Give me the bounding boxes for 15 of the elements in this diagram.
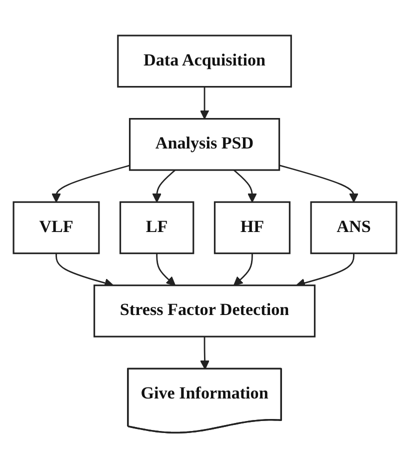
node-box: VLF — [12, 202, 100, 255]
node-box: Analysis PSD — [128, 118, 280, 172]
arrow — [152, 170, 176, 203]
arrow — [279, 165, 358, 203]
node-box: LF — [120, 202, 194, 255]
node-box: HF — [214, 202, 290, 255]
arrow — [233, 170, 257, 203]
node-box: Data Acquisition — [117, 35, 292, 88]
arrow — [156, 254, 176, 286]
arrow — [200, 87, 210, 120]
arrow — [200, 336, 210, 370]
node-box: Stress Factor Detection — [94, 284, 316, 338]
arrow — [52, 165, 130, 203]
node-box: ANS — [310, 202, 398, 255]
arrow — [233, 254, 253, 286]
